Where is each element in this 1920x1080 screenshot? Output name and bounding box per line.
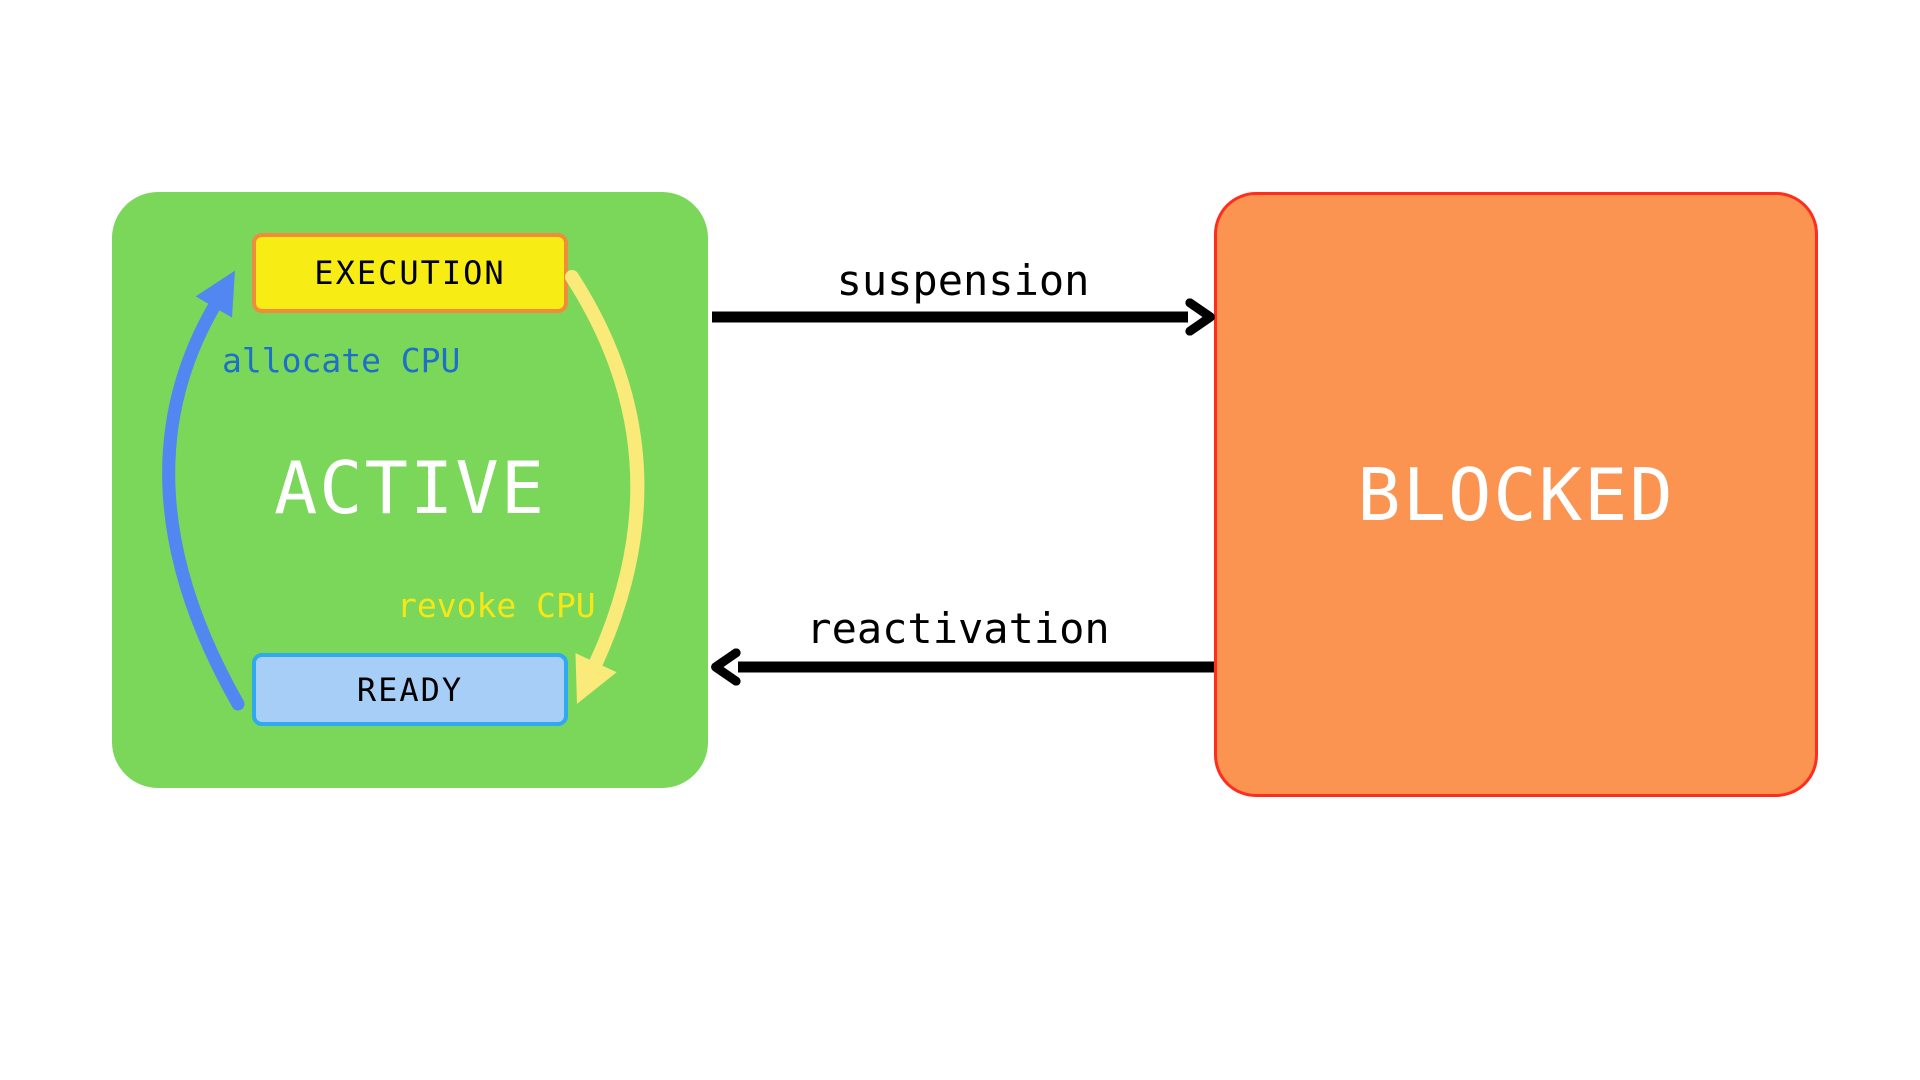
suspension-label: suspension — [836, 256, 1090, 305]
revoke-cpu-label: revoke CPU — [397, 586, 596, 625]
execution-substate-box: EXECUTION — [252, 233, 568, 313]
active-state-label: ACTIVE — [273, 446, 547, 530]
execution-substate-label: EXECUTION — [314, 254, 506, 292]
allocate-cpu-label: allocate CPU — [222, 341, 461, 380]
reactivation-label: reactivation — [806, 604, 1110, 653]
ready-substate-label: READY — [356, 670, 464, 709]
blocked-state-label: BLOCKED — [1357, 452, 1675, 537]
ready-substate-box: READY — [252, 653, 568, 726]
blocked-state-box: BLOCKED — [1214, 192, 1818, 797]
